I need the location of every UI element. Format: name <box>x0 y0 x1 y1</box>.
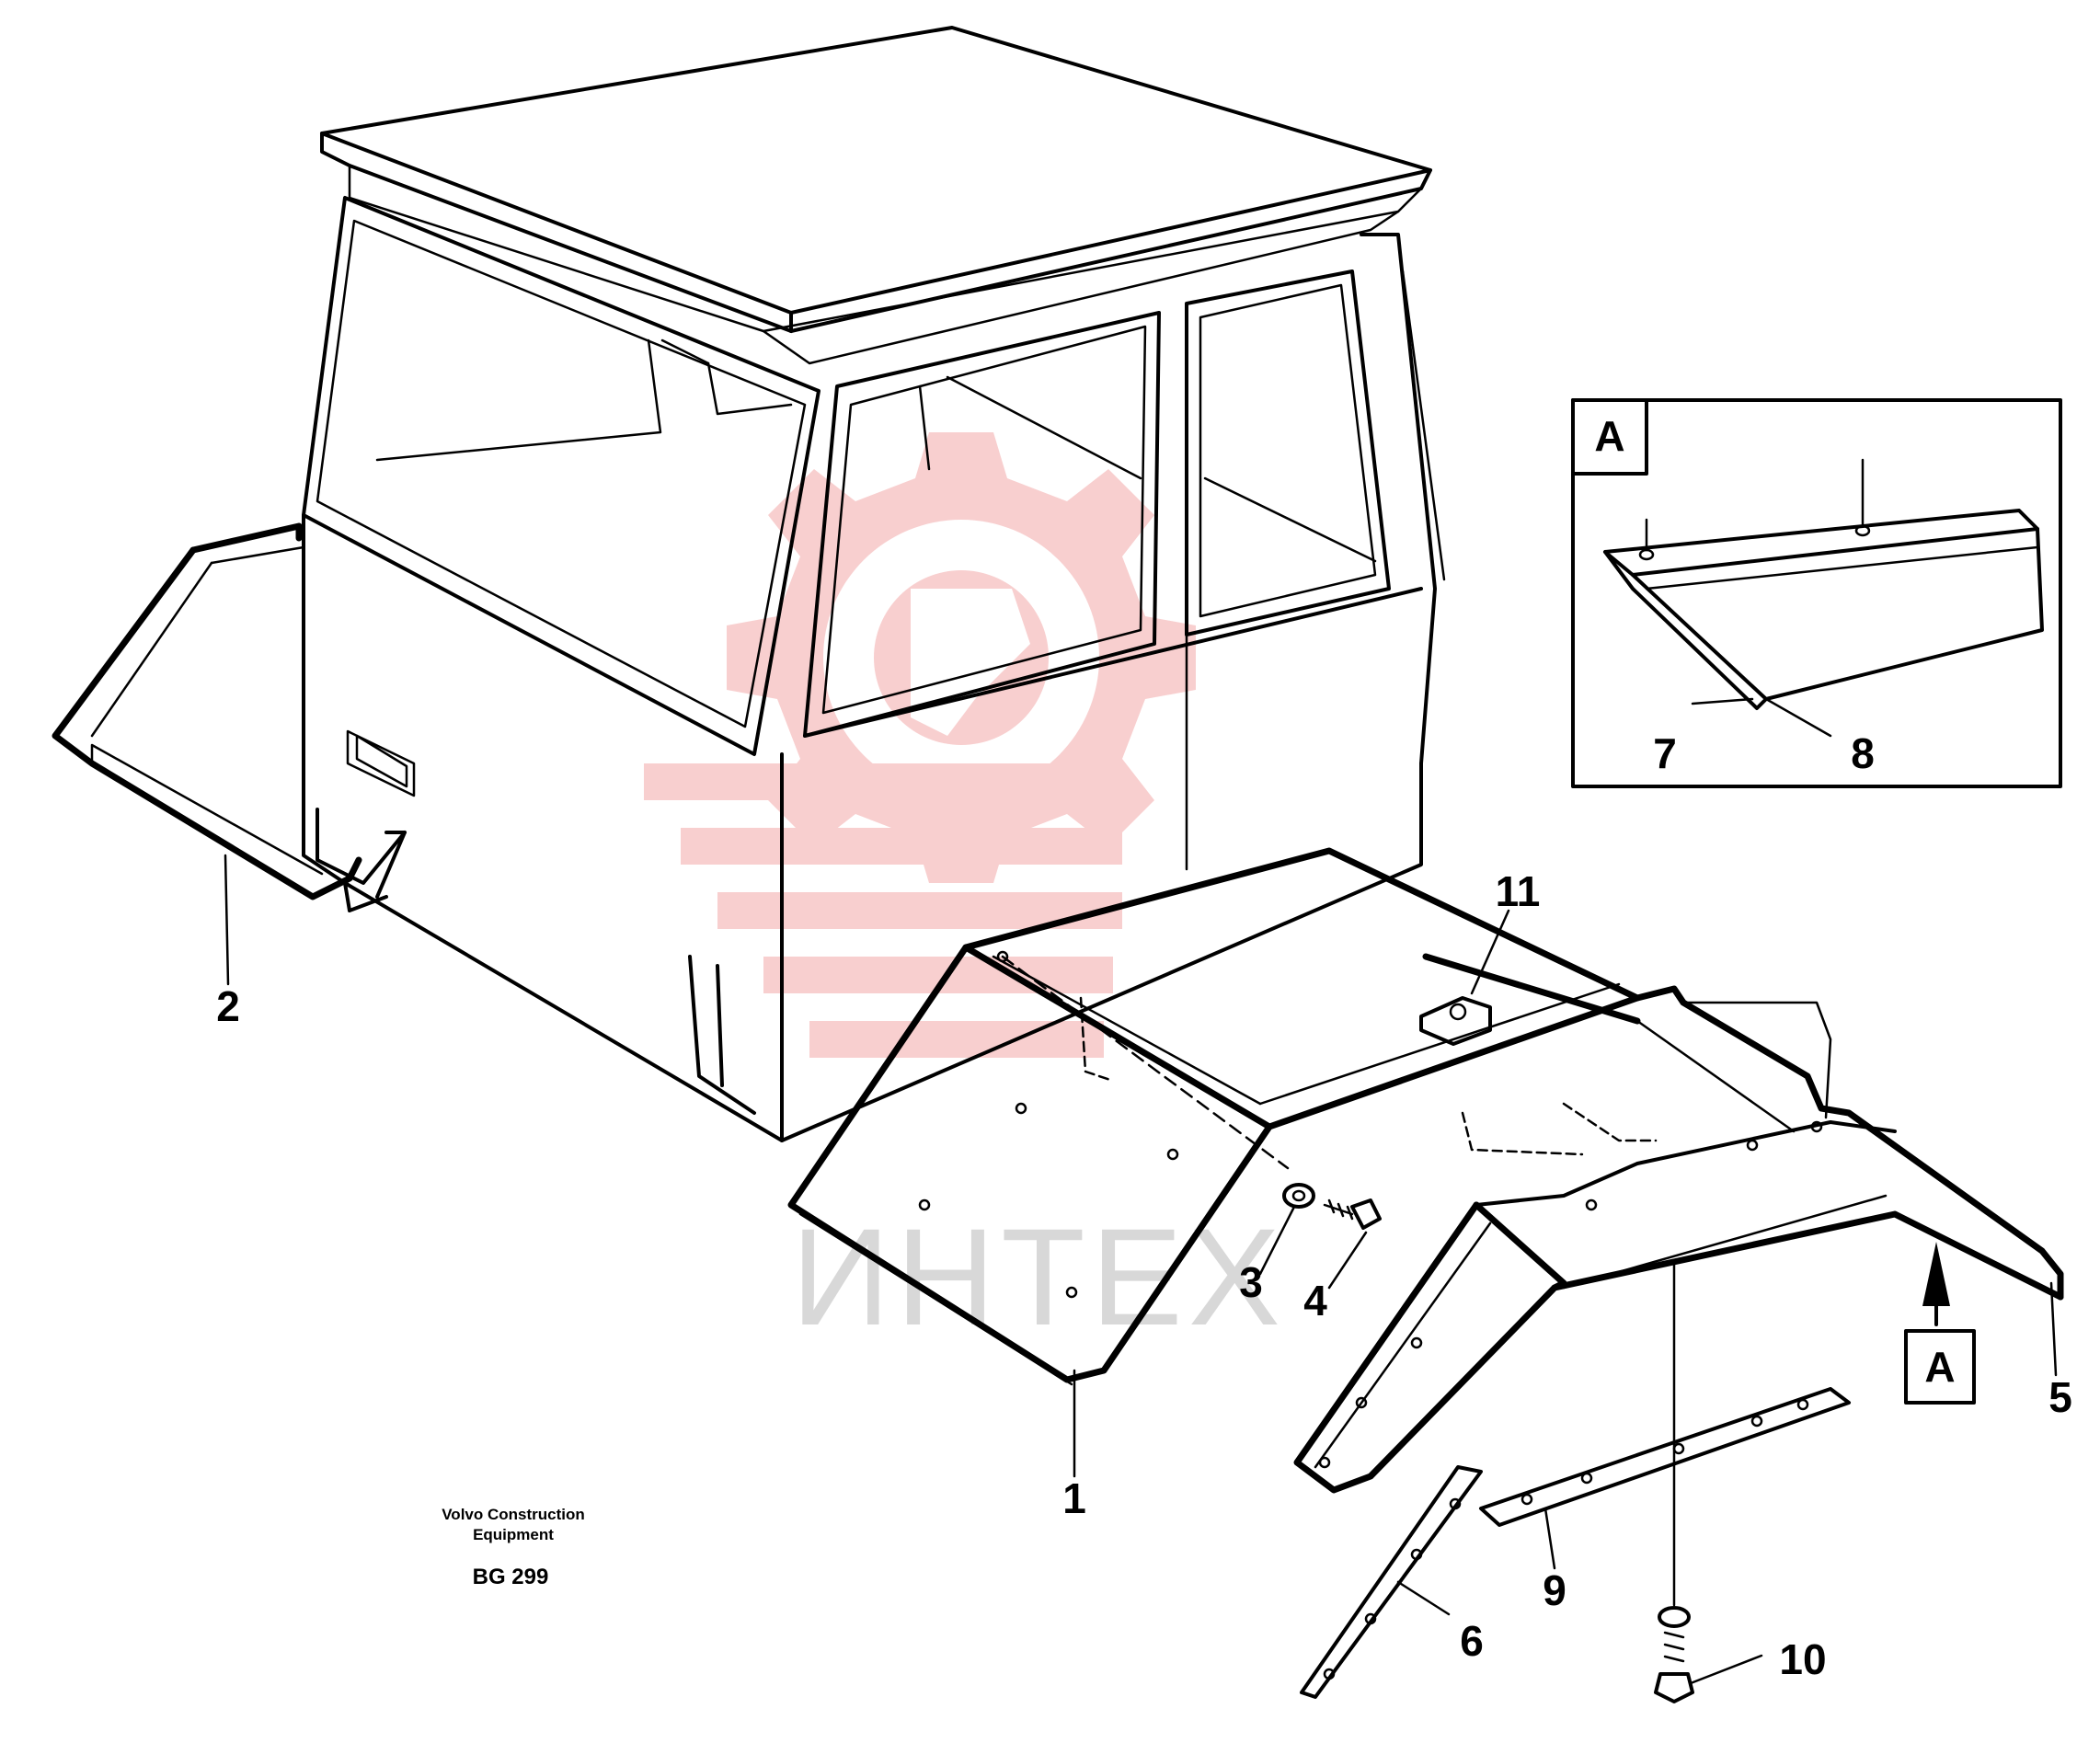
part-9-strip <box>1479 1387 1851 1527</box>
inset-view-a: A <box>1571 398 2062 788</box>
callout-8: 8 <box>1851 729 1875 777</box>
caption-line2: Equipment <box>473 1526 554 1543</box>
view-arrow-a: A <box>1904 1242 1976 1405</box>
callout-3: 3 <box>1239 1258 1263 1306</box>
part-5-fender <box>1293 953 2064 1494</box>
callout-5: 5 <box>2048 1373 2072 1421</box>
callout-1: 1 <box>1062 1474 1086 1522</box>
part-1-fender <box>787 847 1641 1386</box>
caption-line1: Volvo Construction <box>442 1506 585 1523</box>
caption-code: BG 299 <box>473 1565 549 1589</box>
part-11-fastener <box>1419 996 1492 1046</box>
callout-2: 2 <box>216 982 240 1030</box>
part-2-mudguard <box>52 522 362 900</box>
caption: Volvo Construction Equipment BG 299 <box>442 1506 585 1589</box>
inset-label: A <box>1594 412 1624 460</box>
callout-4: 4 <box>1303 1277 1327 1324</box>
callout-7: 7 <box>1653 729 1677 777</box>
callout-9: 9 <box>1543 1566 1566 1614</box>
part-3-washer <box>1282 1183 1315 1209</box>
callout-10: 10 <box>1779 1635 1826 1683</box>
callout-11: 11 <box>1496 867 1541 915</box>
leader-lines <box>224 697 2058 1685</box>
callout-labels: 1 2 3 4 5 6 7 8 9 10 11 <box>216 729 2072 1683</box>
part-6-strip <box>1300 1465 1483 1699</box>
watermark-logo <box>644 432 1196 1058</box>
callout-6: 6 <box>1460 1617 1484 1665</box>
cab-drawing <box>302 26 1446 1142</box>
view-marker-a: A <box>1924 1343 1955 1391</box>
watermark-text: ИНТЕХ <box>791 1199 1286 1354</box>
part-4-bolt <box>1323 1198 1382 1230</box>
part-10-bolt <box>1654 1258 1694 1703</box>
